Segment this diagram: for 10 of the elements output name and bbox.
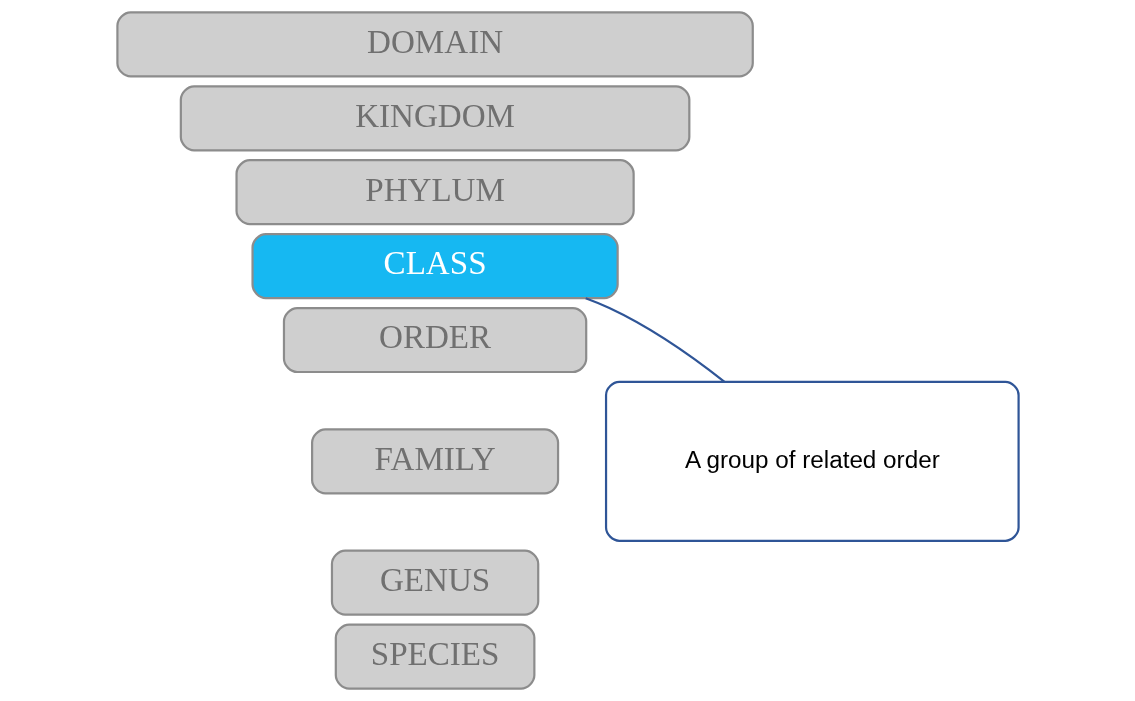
node-box: A group of related order <box>604 380 1020 542</box>
node-box: CLASS <box>250 233 619 300</box>
node-box: SPECIES <box>334 623 535 690</box>
connector <box>584 297 725 383</box>
node-box: FAMILY <box>310 428 559 495</box>
node-box: KINGDOM <box>179 85 690 152</box>
node-box: GENUS <box>330 549 539 616</box>
node-box: ORDER <box>282 306 587 374</box>
node-box: PHYLUM <box>234 159 635 226</box>
node-box: DOMAIN <box>115 11 754 78</box>
